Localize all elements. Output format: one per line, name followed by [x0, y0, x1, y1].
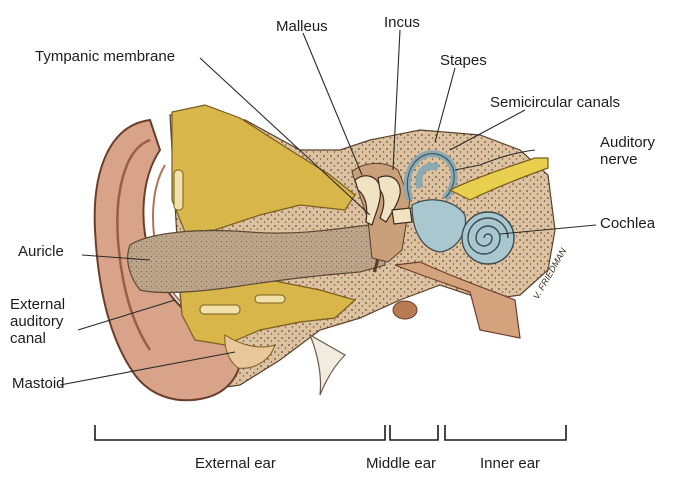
- label-malleus: Malleus: [276, 18, 328, 35]
- stapes-bone: [391, 207, 413, 225]
- region-brackets: [94, 425, 567, 441]
- label-semicircular-canals: Semicircular canals: [490, 94, 621, 111]
- label-auditory-nerve: Auditory nerve: [600, 134, 656, 168]
- ear-canal: [127, 224, 386, 294]
- label-tympanic-membrane: Tympanic membrane: [35, 48, 176, 65]
- region-external-ear: External ear: [195, 455, 276, 472]
- cartilage-island-2: [199, 304, 241, 315]
- vestibule: [411, 199, 467, 253]
- cartilage-island-1: [173, 169, 184, 211]
- label-cochlea: Cochlea: [600, 215, 656, 232]
- styloid-process: [308, 333, 346, 396]
- label-mastoid: Mastoid: [12, 375, 65, 392]
- cartilage-island-3: [254, 294, 286, 304]
- auditory-nerve-shape: [448, 157, 549, 201]
- auricle-fold: [116, 138, 152, 351]
- cochlea-shape: [461, 211, 515, 265]
- region-inner-ear: Inner ear: [480, 455, 541, 472]
- eustachian-tube: [394, 261, 521, 339]
- leader-lines: [59, 29, 597, 386]
- label-stapes: Stapes: [440, 52, 487, 69]
- lymph-node: [392, 300, 418, 320]
- label-incus: Incus: [384, 14, 420, 31]
- label-auricle: Auricle: [18, 243, 64, 260]
- label-external-auditory-canal: External auditory canal: [10, 296, 66, 347]
- malleus-bone: [354, 175, 381, 226]
- region-middle-ear: Middle ear: [366, 455, 437, 472]
